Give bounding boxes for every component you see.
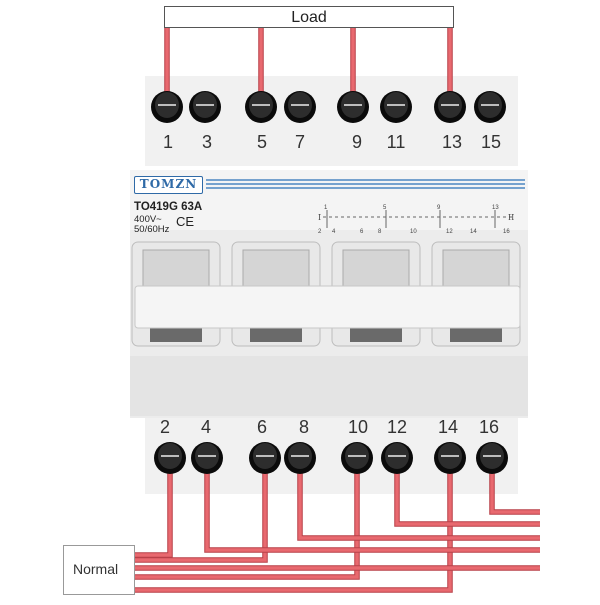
- schematic-mark-ii: II: [508, 213, 514, 222]
- brand-logo: TOMZN: [134, 176, 203, 194]
- bottom-terminal-number: 8: [299, 417, 309, 437]
- rating-frequency: 50/60Hz: [134, 224, 170, 235]
- alt-wire-8: [298, 460, 540, 540]
- normal-source-box: Normal: [63, 545, 135, 595]
- top-terminal-7: [284, 91, 316, 123]
- normal-wire-10: [135, 460, 359, 579]
- top-terminal-number: 5: [257, 132, 267, 152]
- bottom-terminal-number: 14: [438, 417, 458, 437]
- bottom-terminal-4: [191, 442, 223, 474]
- load-box: Load: [164, 6, 454, 28]
- top-terminal-9: [337, 91, 369, 123]
- top-terminal-11: [380, 91, 412, 123]
- schematic-number: 8: [378, 229, 382, 235]
- schematic-number: 4: [332, 229, 336, 235]
- alt-wire-12: [395, 460, 540, 526]
- bottom-terminal-8: [284, 442, 316, 474]
- bottom-terminal-12: [381, 442, 413, 474]
- ce-mark: CE: [176, 214, 195, 229]
- top-terminal-number: 9: [352, 132, 362, 152]
- bottom-terminal-number: 4: [201, 417, 211, 437]
- bottom-terminal-16: [476, 442, 508, 474]
- bottom-terminal-number: 2: [160, 417, 170, 437]
- alt-wire-4: [205, 460, 540, 552]
- schematic-number: 16: [503, 229, 510, 235]
- schematic-number: 14: [470, 229, 477, 235]
- top-terminal-3: [189, 91, 221, 123]
- top-terminal-number: 3: [202, 132, 212, 152]
- bottom-terminal-6: [249, 442, 281, 474]
- bottom-terminal-number: 12: [387, 417, 407, 437]
- schematic-number: 6: [360, 229, 364, 235]
- top-terminal-number: 11: [387, 132, 406, 152]
- top-terminal-13: [434, 91, 466, 123]
- schematic-number: 2: [318, 229, 322, 235]
- bottom-terminal-number: 16: [479, 417, 499, 437]
- schematic-number: 10: [410, 229, 417, 235]
- schematic-mark-i: I: [318, 213, 321, 222]
- top-terminal-number: 7: [295, 132, 305, 152]
- body-lower: [130, 356, 528, 416]
- bottom-terminal-10: [341, 442, 373, 474]
- schematic-number: 1: [324, 205, 328, 211]
- schematic-number: 13: [492, 205, 499, 211]
- rating-label: 400V~ 50/60Hz: [134, 215, 169, 235]
- bottom-terminal-14: [434, 442, 466, 474]
- alt-wire-16: [490, 460, 540, 514]
- top-terminal-number: 15: [481, 132, 501, 152]
- bottom-terminal-2: [154, 442, 186, 474]
- circuit-schematic: [323, 210, 512, 228]
- schematic-number: 5: [383, 205, 387, 211]
- model-label: TO419G 63A: [134, 201, 203, 213]
- load-label: Load: [291, 9, 327, 26]
- bottom-terminal-number: 10: [348, 417, 368, 437]
- top-terminal-15: [474, 91, 506, 123]
- normal-wire-2: [135, 460, 172, 557]
- schematic-number: 12: [446, 229, 453, 235]
- top-terminal-5: [245, 91, 277, 123]
- handle-bar[interactable]: [134, 285, 521, 329]
- schematic-number: 9: [437, 205, 441, 211]
- top-terminal-number: 1: [163, 132, 173, 152]
- normal-wire-14: [135, 460, 452, 592]
- bottom-terminal-number: 6: [257, 417, 267, 437]
- normal-wire-6: [135, 460, 267, 562]
- top-terminal-1: [151, 91, 183, 123]
- top-terminal-number: 13: [442, 132, 462, 152]
- rating-voltage: 400V~: [134, 214, 162, 225]
- normal-label: Normal: [73, 561, 119, 577]
- brand-text: TOMZN: [139, 177, 198, 191]
